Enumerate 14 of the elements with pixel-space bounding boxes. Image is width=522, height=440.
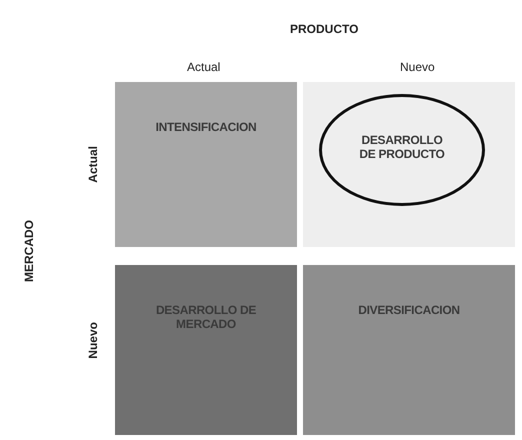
highlight-ellipse (319, 94, 485, 206)
axis-title: MERCADO (22, 220, 36, 282)
quadrant-label: DESARROLLO DE PRODUCTO (358, 133, 446, 161)
quadrant-box (303, 265, 515, 435)
column-header: Actual (187, 60, 220, 74)
axis-title: PRODUCTO (290, 22, 358, 36)
row-header: Actual (86, 146, 100, 183)
quadrant-label: DIVERSIFICACION (357, 303, 461, 317)
quadrant-box (303, 82, 515, 247)
quadrant-box (115, 265, 297, 435)
column-header: Nuevo (400, 60, 435, 74)
quadrant-box (115, 82, 297, 247)
row-header: Nuevo (86, 322, 100, 359)
quadrant-label: INTENSIFICACION (154, 120, 258, 134)
